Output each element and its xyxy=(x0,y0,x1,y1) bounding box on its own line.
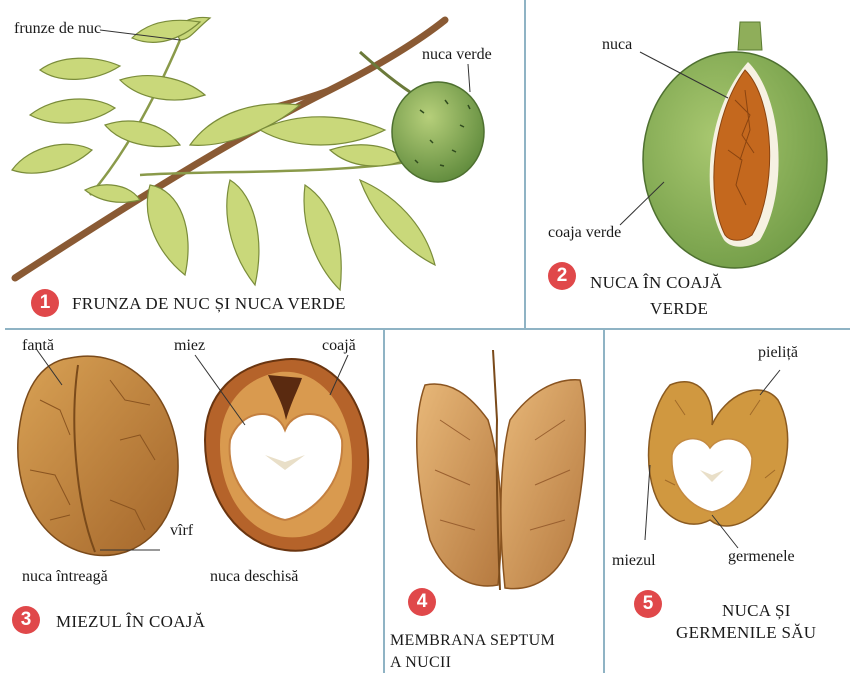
label-whole-nut: nuca întreagă xyxy=(22,568,108,586)
label-kernel-5: miezul xyxy=(612,552,656,570)
panel-2-caption-line2: VERDE xyxy=(650,298,708,319)
panel-2-number: 2 xyxy=(548,262,576,290)
label-kernel: miez xyxy=(174,337,205,355)
label-germ: germenele xyxy=(728,548,795,566)
panel-3-number: 3 xyxy=(12,606,40,634)
label-skin: pieliță xyxy=(758,344,798,362)
label-slit: fantă xyxy=(22,337,54,355)
opened-walnut xyxy=(205,359,368,551)
panel-5-number: 5 xyxy=(634,590,662,618)
panel-5-caption-line1: NUCA ȘI xyxy=(722,600,791,621)
label-shell: coajă xyxy=(322,337,356,355)
kernel-with-germ xyxy=(649,382,788,526)
panel-3-caption: MIEZUL ÎN COAJĂ xyxy=(56,611,205,632)
panel-2-caption-line1: NUCA ÎN COAJĂ xyxy=(590,272,722,293)
green-husk-nut xyxy=(643,22,827,268)
label-nut: nuca xyxy=(602,36,632,54)
panel-1-number: 1 xyxy=(31,289,59,317)
green-nut xyxy=(392,82,484,182)
whole-walnut xyxy=(18,356,178,555)
panel-5-caption-line2: GERMENILE SĂU xyxy=(676,622,816,643)
label-green-husk: coaja verde xyxy=(548,224,621,242)
panel-4-caption-line2: A NUCII xyxy=(390,652,451,673)
label-open-nut: nuca deschisă xyxy=(210,568,298,586)
panel-1-caption: FRUNZA DE NUC ȘI NUCA VERDE xyxy=(72,293,346,314)
septum-membrane xyxy=(417,350,586,590)
walnut-leaves xyxy=(12,17,435,290)
panel-4-number: 4 xyxy=(408,588,436,616)
label-tip: vîrf xyxy=(170,522,193,540)
label-green-nut: nuca verde xyxy=(422,46,492,64)
panel-4-caption-line1: MEMBRANA SEPTUM xyxy=(390,630,555,651)
label-leaves: frunze de nuc xyxy=(14,20,101,38)
